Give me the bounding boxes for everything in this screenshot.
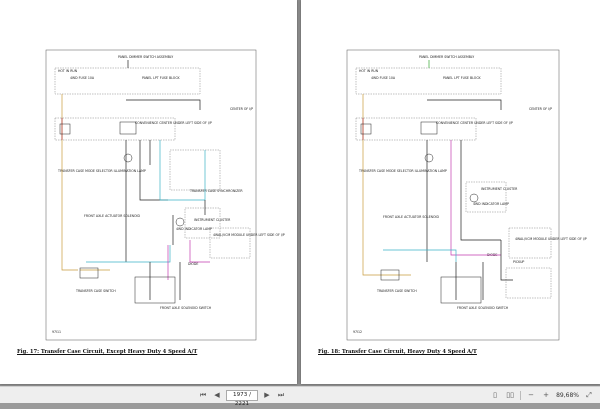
label-pickup: PICKUP — [513, 260, 524, 264]
label-module: 4WAL/VCM MODULE UNDER LEFT SIDE OF I/P — [213, 233, 285, 237]
label-fuse: 4WD FUSE 10A — [371, 76, 396, 80]
label-solenoid: FRONT AXLE SOLENOID SWITCH — [457, 306, 509, 310]
zoom-in-icon[interactable]: + — [543, 391, 550, 399]
prev-page-icon[interactable]: ◀ — [214, 391, 220, 399]
page-1973: PANEL DIMMER SWITCH ASSEMBLY HOT IN RUN … — [0, 0, 297, 384]
next-page-icon[interactable]: ▶ — [264, 391, 270, 399]
fit-icon[interactable]: ⤢ — [586, 390, 592, 399]
label-fuseblock: PANEL LPT FUSE BLOCK — [142, 76, 181, 80]
figure-caption: Fig. 17: Transfer Case Circuit, Except H… — [17, 349, 198, 355]
label-fuseblock: PANEL LPT FUSE BLOCK — [443, 76, 482, 80]
label-switch: TRANSFER CASE SWITCH — [376, 289, 417, 293]
last-page-icon[interactable]: ⏭ — [277, 390, 285, 399]
label-solenoid: FRONT AXLE SOLENOID SWITCH — [160, 306, 212, 310]
label-hot: HOT IN RUN — [359, 69, 379, 73]
label-convenience: CONVENIENCE CENTER UNDER LEFT SIDE OF I/… — [436, 121, 513, 125]
label-instrument: INSTRUMENT CLUSTER — [481, 187, 518, 191]
label-actuator: FRONT AXLE ACTUATOR SOLENOID — [383, 215, 439, 219]
figure-caption: Fig. 18: Transfer Case Circuit, Heavy Du… — [318, 349, 477, 355]
label-fuse: 4WD FUSE 10A — [70, 76, 95, 80]
label-panel: PANEL DIMMER SWITCH ASSEMBLY — [118, 55, 173, 59]
label-panel: PANEL DIMMER SWITCH ASSEMBLY — [419, 55, 474, 59]
wiring-diagram-fig18: PANEL DIMMER SWITCH ASSEMBLY HOT IN RUN … — [346, 49, 587, 341]
zoom-controls: ▯ ▯▯ − + 89,68% ⤢ — [490, 389, 594, 401]
label-indicator: 4WD INDICATOR LAMP — [176, 227, 212, 231]
label-code: 97I11 — [52, 330, 61, 334]
viewer-toolbar: ⏮ ◀ 1973 / 2221 ▶ ⏭ ▯ ▯▯ − + 89,68% ⤢ — [0, 386, 600, 407]
single-page-icon[interactable]: ▯ — [493, 391, 498, 399]
label-instrument: INSTRUMENT CLUSTER — [194, 218, 231, 222]
label-diode: DIODE — [188, 262, 198, 266]
label-convenience: CONVENIENCE CENTER UNDER LEFT SIDE OF I/… — [135, 121, 212, 125]
label-tcase: TRANSFER CASE MODE SELECTOR ILLUMINATION… — [57, 169, 146, 173]
document-viewport[interactable]: PANEL DIMMER SWITCH ASSEMBLY HOT IN RUN … — [0, 0, 600, 386]
page-1974: PANEL DIMMER SWITCH ASSEMBLY HOT IN RUN … — [301, 0, 600, 384]
zoom-level[interactable]: 89,68% — [556, 391, 579, 399]
label-center: CENTER OF I/P — [230, 107, 253, 111]
label-actuator: FRONT AXLE ACTUATOR SOLENOID — [84, 214, 140, 218]
wiring-diagram-fig17: PANEL DIMMER SWITCH ASSEMBLY HOT IN RUN … — [45, 49, 285, 341]
first-page-icon[interactable]: ⏮ — [199, 390, 207, 399]
label-switch: TRANSFER CASE SWITCH — [75, 289, 116, 293]
label-code: 97I12 — [353, 330, 362, 334]
label-indicator: 4WD INDICATOR LAMP — [473, 202, 509, 206]
label-hot: HOT IN RUN — [58, 69, 78, 73]
page-navigation: ⏮ ◀ 1973 / 2221 ▶ ⏭ — [198, 389, 286, 407]
label-synchro: TRANSFER CASE SYNCHRONIZER — [189, 189, 243, 193]
zoom-out-icon[interactable]: − — [528, 391, 535, 399]
two-page-icon[interactable]: ▯▯ — [506, 391, 514, 399]
page-number-input[interactable]: 1973 / 2221 — [226, 389, 258, 407]
label-center: CENTER OF I/P — [529, 107, 552, 111]
label-tcase: TRANSFER CASE MODE SELECTOR ILLUMINATION… — [358, 169, 447, 173]
